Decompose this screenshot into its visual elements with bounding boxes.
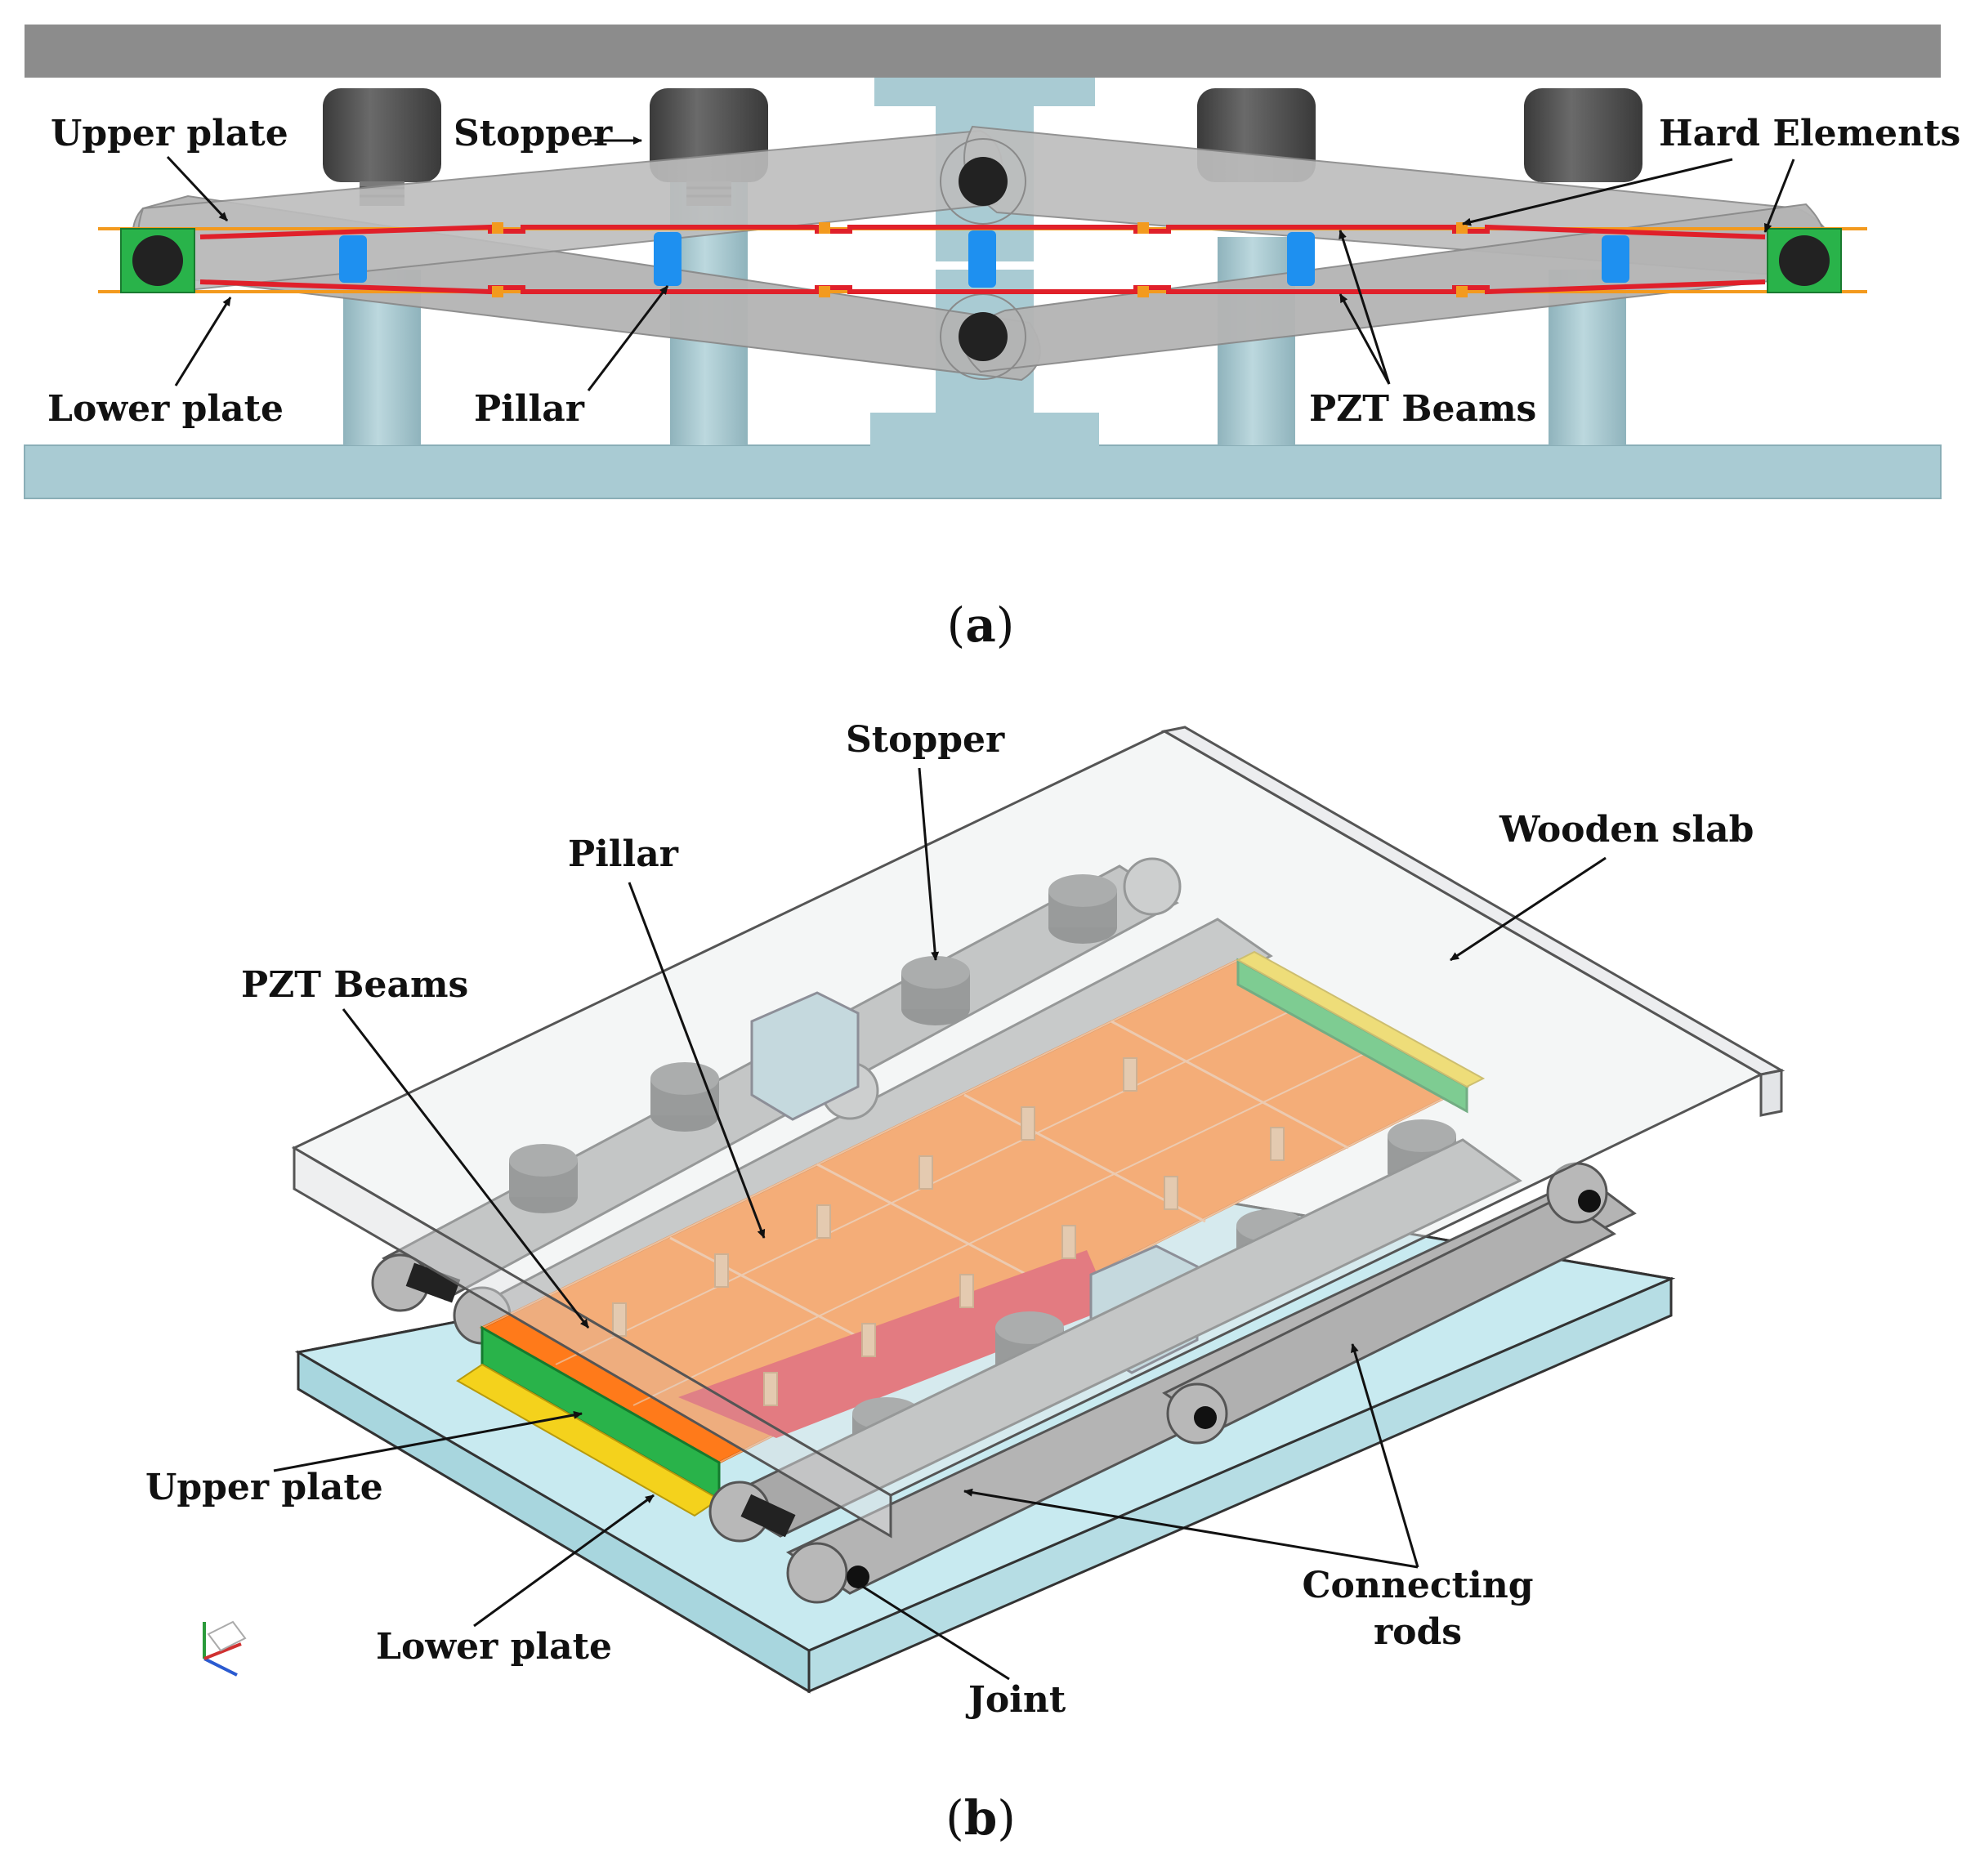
label-a-pillar: Pillar (474, 388, 585, 430)
caption-a: (a) (947, 597, 1015, 653)
label-a-lower-plate: Lower plate (47, 388, 284, 430)
label-b-lower-plate: Lower plate (376, 1626, 612, 1668)
label-b-wooden-slab: Wooden slab (1499, 809, 1754, 851)
label-a-hard-elements: Hard Elements (1659, 113, 1960, 154)
iso-stopper-3 (901, 956, 970, 1025)
blue-pillars (339, 230, 1629, 288)
joint-lower (959, 312, 1008, 361)
stopper-4 (1524, 88, 1642, 182)
base-plate (24, 444, 1942, 499)
end-clamp-left (120, 228, 195, 293)
label-b-connecting-rods-2: rods (1374, 1611, 1462, 1653)
iso-joint-front (847, 1566, 869, 1588)
label-b-joint: Joint (965, 1679, 1066, 1721)
label-b-stopper: Stopper (846, 719, 1005, 761)
hard-elements (492, 222, 1468, 297)
panel-b: Stopper Pillar Wooden slab PZT Beams Upp… (145, 719, 1785, 1846)
joint-upper (959, 157, 1008, 206)
label-b-pzt-beams: PZT Beams (241, 964, 468, 1006)
caption-b: (b) (945, 1790, 1016, 1846)
label-b-upper-plate: Upper plate (145, 1467, 383, 1508)
green-end-bars (456, 950, 1486, 1517)
panel-a-leaders (166, 136, 1795, 391)
panel-a: Upper plate Stopper Hard Elements Lower … (24, 25, 1960, 653)
label-a-stopper: Stopper (454, 113, 613, 154)
label-b-pillar: Pillar (568, 833, 679, 875)
label-a-upper-plate: Upper plate (51, 113, 288, 154)
iso-stopper-4 (1048, 874, 1117, 944)
top-frame-bar (25, 25, 1941, 78)
front-links (708, 1138, 1637, 1604)
iso-stopper-1 (509, 1144, 578, 1213)
label-b-connecting-rods-1: Connecting (1303, 1565, 1534, 1606)
wooden-slab (291, 726, 1785, 1539)
iso-stopper-2 (650, 1062, 719, 1132)
label-a-pzt-beams: PZT Beams (1309, 388, 1536, 430)
axis-triad-icon (203, 1620, 247, 1677)
panel-b-leaders (273, 767, 1607, 1681)
end-clamp-right (1767, 228, 1842, 293)
pzt-deck (479, 958, 1470, 1464)
deck-pillars (612, 1057, 1285, 1406)
